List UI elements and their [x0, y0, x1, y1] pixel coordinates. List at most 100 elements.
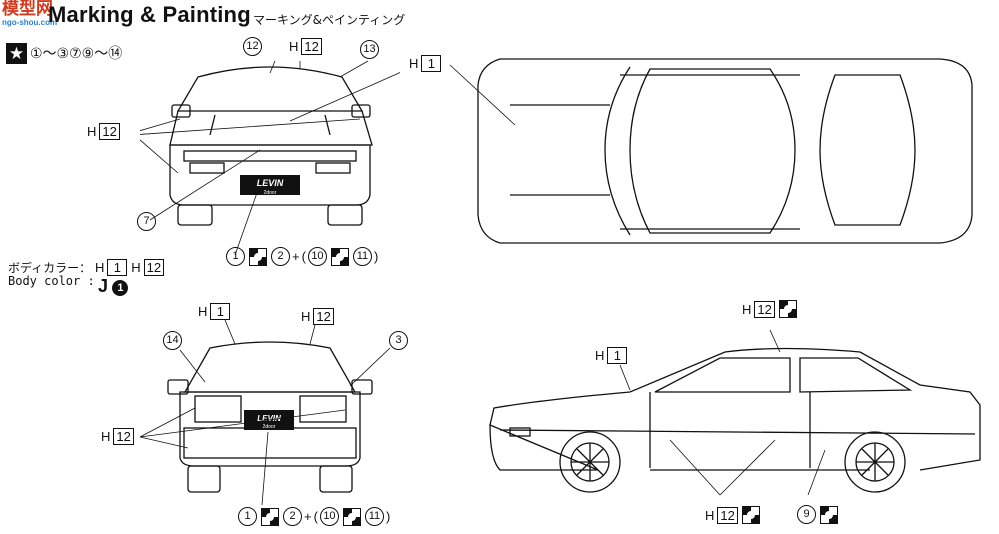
- front-decal-open: (: [301, 249, 306, 264]
- rear-callout-h12-top-box: 12: [313, 308, 334, 325]
- assembly-steps: ①～③⑦⑨～⑭: [30, 46, 123, 62]
- front-decal-row: 1 2 + ( 10 11 ): [226, 247, 378, 266]
- side-view-drawing: [489, 330, 981, 496]
- rear-decal-11: 11: [364, 507, 384, 526]
- top-roof: [629, 68, 796, 234]
- side-front-window: [654, 357, 791, 393]
- rear-right-lamp: [299, 395, 347, 423]
- checker-flag-icon: [342, 507, 361, 526]
- front-decal-close: ): [373, 249, 379, 264]
- watermark-logo: 模型网 ngo-shou.com: [2, 0, 58, 40]
- rear-left-lamp: [194, 395, 242, 423]
- rear-leader-h12-a: [140, 407, 196, 438]
- body-color-code-letter: J: [98, 276, 109, 296]
- rear-leader-3: [349, 347, 391, 387]
- checker-flag-icon: [741, 506, 760, 524]
- top-rear-window: [819, 74, 916, 226]
- body-color-label-jp-text: ボディカラー：: [8, 261, 92, 275]
- front-callout-h12-top-box: 12: [301, 38, 322, 55]
- rear-left-mirror: [167, 379, 189, 395]
- body-color-box-1: 1: [107, 259, 128, 276]
- front-leader-12: [269, 60, 276, 74]
- front-plate: [240, 175, 300, 195]
- side-leader-h12-a: [669, 439, 721, 496]
- rear-decal-close: ): [385, 509, 391, 524]
- rear-left-tire: [187, 465, 221, 493]
- top-callout-h1-letter: H: [409, 56, 419, 71]
- body-color-code-en: J 1: [98, 276, 129, 297]
- front-callout-7: 7: [137, 212, 156, 231]
- front-leader-1: [234, 189, 259, 255]
- side-callout-h1-box: 1: [607, 347, 628, 364]
- side-belt-line: [499, 429, 976, 435]
- side-front-spokes: [571, 443, 609, 481]
- front-leader-h1: [289, 72, 400, 122]
- side-leader-h1: [619, 364, 631, 391]
- rear-roof: [183, 341, 357, 393]
- rear-decal-row: 1 2 + ( 10 11 ): [238, 507, 390, 526]
- side-rear-window: [799, 357, 913, 393]
- rear-decal-plus: +: [304, 509, 312, 524]
- rear-right-mirror: [351, 379, 373, 395]
- checker-flag-icon: [249, 247, 267, 266]
- top-leader-h1: [449, 64, 516, 126]
- rear-leader-h12-b: [140, 436, 189, 449]
- rear-callout-h1-letter: H: [198, 304, 208, 319]
- rear-decal-open: (: [313, 509, 318, 524]
- front-right-tire: [327, 204, 363, 226]
- side-callout-9-number: 9: [797, 505, 816, 524]
- side-callout-h12-bottom-box: 12: [717, 506, 738, 524]
- rear-callout-3: 3: [389, 331, 408, 350]
- rear-callout-h12-left-box: 12: [113, 428, 134, 445]
- front-left-mirror: [171, 104, 191, 118]
- front-right-mirror: [351, 104, 371, 118]
- side-front-tire: [559, 431, 621, 493]
- front-roof: [176, 66, 364, 112]
- side-callout-h12-top-box: 12: [754, 300, 775, 318]
- side-callout-h1-letter: H: [595, 348, 605, 363]
- rear-callout-h12-left-letter: H: [101, 429, 111, 444]
- rear-decal-2: 2: [283, 507, 302, 526]
- front-leader-13: [339, 60, 369, 78]
- rear-callout-14: 14: [163, 331, 182, 350]
- front-leader-h12-a: [140, 118, 181, 132]
- rear-right-tire: [319, 465, 353, 493]
- body-color-letter-2: H: [131, 260, 141, 275]
- top-callout-h1-box: 1: [421, 55, 442, 72]
- rear-leader-h12: [309, 324, 316, 345]
- checker-flag-icon: [261, 507, 279, 526]
- side-front-marker: [509, 427, 531, 437]
- watermark-logo-text: 模型网: [2, 0, 53, 19]
- side-rear-spokes: [856, 443, 894, 481]
- front-leader-7: [149, 149, 261, 221]
- side-leader-h12-b: [719, 439, 776, 496]
- front-right-lamp: [315, 162, 351, 174]
- rear-leader-h12-c: [140, 409, 346, 438]
- front-callout-12: 12: [243, 37, 262, 56]
- side-callout-h12-top-letter: H: [742, 301, 752, 317]
- front-leader-h12-c: [140, 118, 361, 135]
- rear-plate-sub: 2door: [263, 424, 276, 430]
- front-decal-10: 10: [307, 247, 327, 266]
- front-hood-lines: [209, 114, 331, 136]
- rear-decal-1: 1: [238, 507, 257, 526]
- rear-callout-h12-top-letter: H: [301, 309, 311, 324]
- front-decal-11: 11: [352, 247, 372, 266]
- rear-plate-brand: LEVIN: [257, 414, 281, 423]
- checker-flag-icon: [820, 505, 838, 524]
- rear-decal-10: 10: [319, 507, 339, 526]
- front-plate-brand: LEVIN: [257, 178, 284, 188]
- rear-view-drawing: LEVIN 2door: [140, 320, 391, 505]
- front-view-drawing: LEVIN 2door: [140, 60, 400, 255]
- front-plate-sub: 2door: [264, 190, 277, 196]
